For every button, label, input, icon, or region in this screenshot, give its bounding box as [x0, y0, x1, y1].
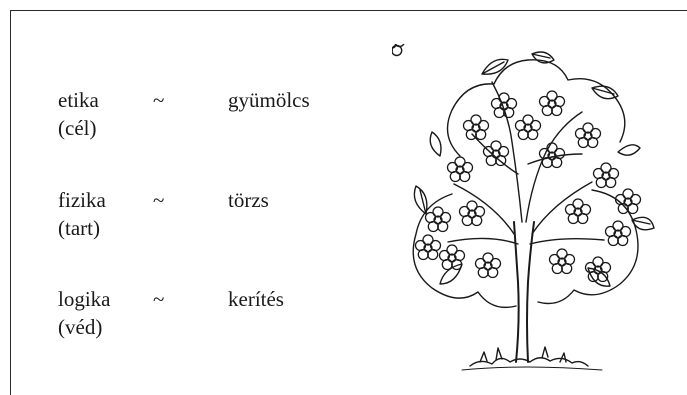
- term-gloss: (véd): [58, 313, 102, 341]
- term-label: fizika: [58, 186, 106, 214]
- tilde-symbol: ~: [153, 86, 164, 114]
- term-gloss: (cél): [58, 114, 96, 142]
- analogy-label: törzs: [228, 186, 269, 214]
- tree-icon: [392, 44, 672, 378]
- term-gloss: (tart): [58, 214, 100, 242]
- analogy-label: gyümölcs: [228, 86, 310, 114]
- analogy-label: kerítés: [228, 285, 284, 313]
- tilde-symbol: ~: [153, 186, 164, 214]
- term-label: logika: [58, 285, 111, 313]
- term-label: etika: [58, 86, 99, 114]
- tilde-symbol: ~: [153, 285, 164, 313]
